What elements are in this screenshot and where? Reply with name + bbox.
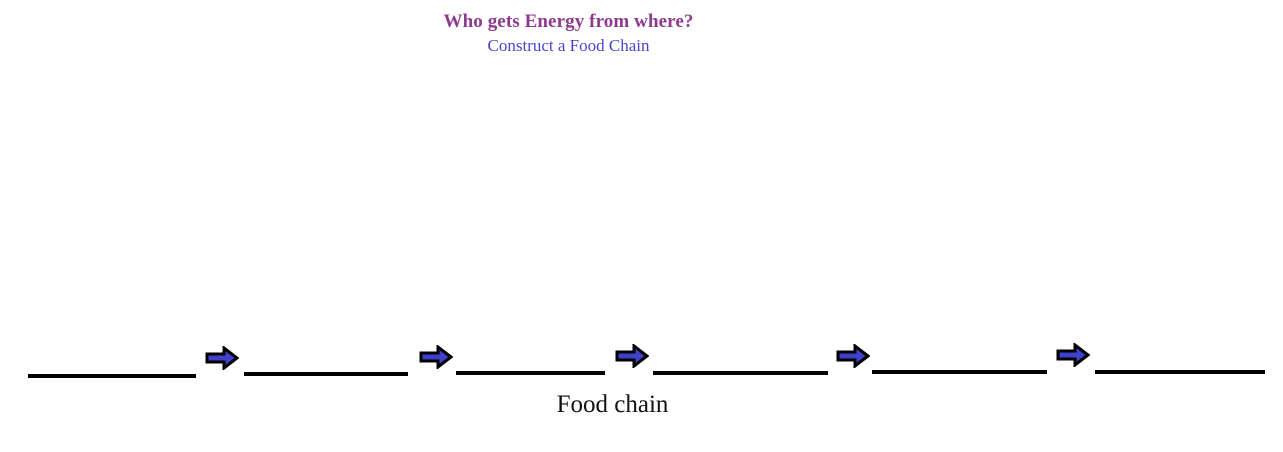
heading-group: Who gets Energy from where? Construct a … bbox=[0, 0, 1210, 70]
food-chain-diagram bbox=[0, 330, 1283, 382]
food-chain-caption: Food chain bbox=[556, 391, 669, 418]
page-title: Who gets Energy from where? bbox=[443, 11, 694, 32]
arrow-right-icon bbox=[1056, 343, 1090, 367]
food-chain-blank-4[interactable] bbox=[653, 371, 828, 375]
food-chain-blank-2[interactable] bbox=[244, 372, 408, 376]
food-chain-blank-1[interactable] bbox=[28, 374, 196, 378]
arrow-right-icon bbox=[836, 344, 870, 368]
food-chain-blank-5[interactable] bbox=[872, 370, 1047, 374]
arrow-right-icon bbox=[205, 346, 239, 370]
food-chain-blank-6[interactable] bbox=[1095, 370, 1265, 374]
arrow-right-icon bbox=[419, 345, 453, 369]
food-chain-blank-3[interactable] bbox=[456, 371, 605, 375]
arrow-right-icon bbox=[615, 344, 649, 368]
page-subtitle: Construct a Food Chain bbox=[487, 36, 650, 55]
